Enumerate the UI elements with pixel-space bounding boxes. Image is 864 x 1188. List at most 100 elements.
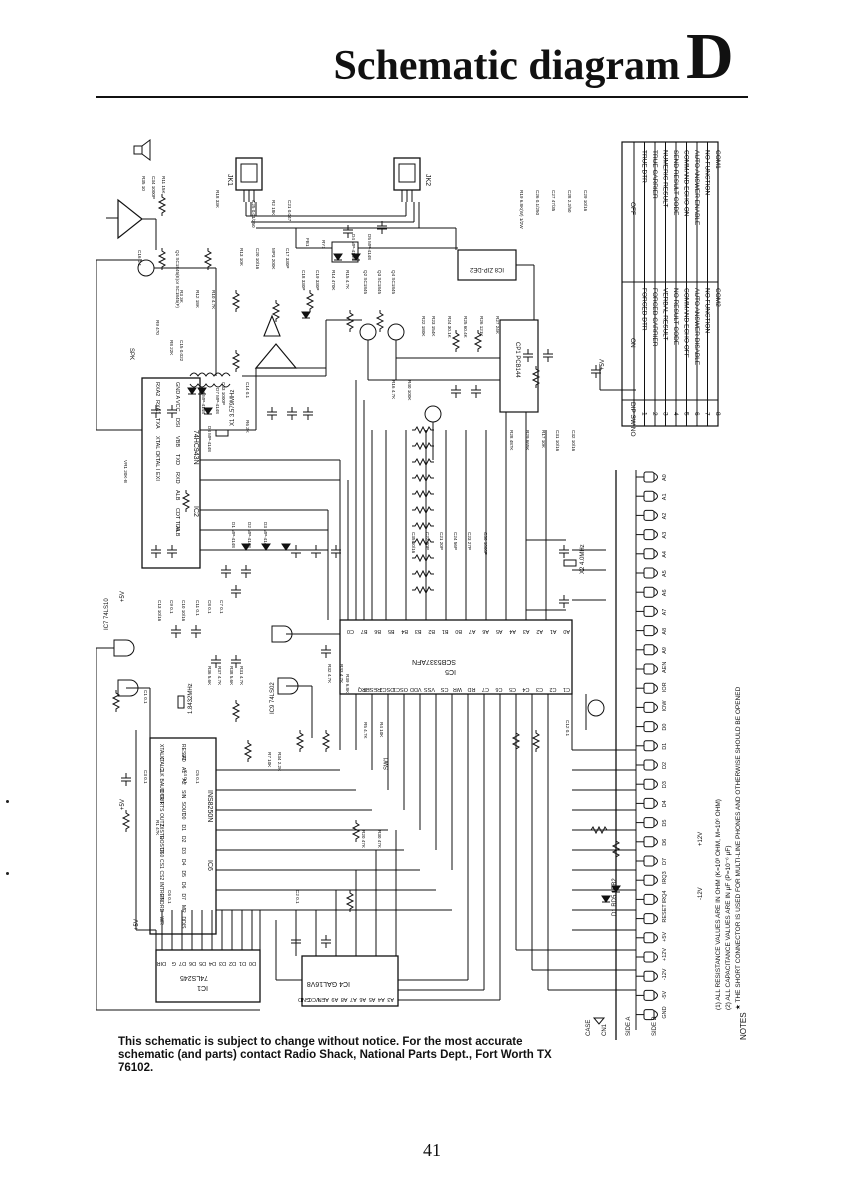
ic-pin-label: WR — [158, 917, 164, 926]
component-label: C8 0.1 — [207, 600, 212, 614]
component-label: R16 4.7K — [391, 380, 396, 400]
note-1: (1) ALL RESISTANCE VALUES ARE IN OHM (K=… — [715, 799, 722, 1010]
crystal-x2 — [563, 559, 577, 567]
dip-row-no: 7 — [703, 412, 710, 416]
ic5-ref: IC5 — [445, 668, 456, 675]
component-label: R6 2K — [245, 420, 250, 434]
component-label: C17 330P — [285, 248, 290, 268]
component-label: C9 0.1 — [169, 600, 174, 614]
page-title: Schematic diagram — [333, 43, 680, 89]
connector-pin-label: A6 — [662, 589, 668, 596]
ic-pin-label: C4 — [522, 686, 529, 692]
ic-pin-label: D7 — [179, 960, 186, 966]
ic-pin-label: D1 — [180, 825, 186, 832]
ic-pin-label: XTAL O — [154, 436, 160, 456]
ic-pin-label: G — [172, 960, 176, 966]
component-label: C30 1000P — [483, 532, 488, 555]
dip-header-on: ON — [629, 338, 636, 348]
dip-row-no: 8 — [714, 412, 721, 416]
component-label: R13 10K — [239, 248, 244, 267]
connector-pin-label: A5 — [662, 570, 668, 577]
ic6-uart-chip — [149, 737, 217, 935]
connector-pin-label: RESET — [662, 904, 668, 923]
component-label: Q1 SC1845(E)or SC1845(F) — [175, 250, 180, 308]
supply-5v-b: +5V — [120, 799, 126, 810]
connector-pin-label: IOW — [662, 700, 668, 712]
dip-header-no: DIP SW NO — [629, 402, 636, 437]
ic-pin-label: D5 — [199, 960, 206, 966]
ic-pin-label: A7 — [350, 996, 357, 1002]
ic-pin-label: A5 — [369, 996, 376, 1002]
connector-pin-label: D6 — [662, 839, 668, 846]
connector-pin-label: A1 — [662, 493, 668, 500]
dip-row-on: VERBAL RESULT — [661, 288, 668, 340]
note-3: ★ THE SHORT CONNECTOR IS USED FOR MULTI-… — [734, 686, 742, 1010]
ic-pin-label: A2 — [536, 628, 543, 634]
dip-row-on: NO FUNCTION — [703, 288, 710, 333]
ic-pin-label: VCC — [308, 996, 320, 1002]
component-label: D5 MP-4148 — [367, 234, 372, 260]
dip-row-off: COMMAND ECHO ON — [682, 150, 689, 217]
component-label: Q4 SC1845 — [391, 270, 396, 294]
component-label: R14 470K — [331, 270, 336, 291]
phone-jack-jk2 — [393, 157, 421, 202]
opamp-1 — [117, 198, 143, 240]
component-label: Q2 SC1845 — [363, 270, 368, 294]
xtal2-label: X2 4.0MHz — [580, 544, 586, 574]
side-b-label: SIDE B — [652, 1016, 658, 1036]
connector-pin-label: +12V — [662, 948, 668, 961]
connector-pin-label: IRQ4 — [662, 891, 668, 904]
component-label: R11 15K — [161, 176, 166, 194]
speaker-symbol — [133, 139, 151, 161]
ic-pin-label: D7 — [180, 894, 186, 901]
component-label: R4 10K — [379, 722, 384, 738]
phone-jack-jk1 — [235, 157, 263, 202]
transistor-q5 — [587, 699, 605, 717]
component-label: R17 10K — [541, 430, 546, 449]
ic-pin-label: C5 — [509, 686, 516, 692]
connector-pin-label: -5V — [662, 991, 668, 1000]
component-label: R2 18K — [271, 200, 276, 216]
component-label: R3 3K — [179, 290, 184, 304]
connector-pin-label: +5V — [662, 932, 668, 942]
component-label: C3 0.1 — [143, 770, 148, 784]
ic-pin-label: BAUD OUT — [158, 779, 164, 805]
component-label: C27 47/35 — [551, 190, 556, 212]
dip-row-off: AUTO ANSWER ENABLE — [693, 150, 700, 226]
ic-pin-label: B1 — [442, 628, 449, 634]
component-label: R9 470 — [155, 320, 160, 335]
case-ground-symbol — [592, 1017, 606, 1025]
component-label: C28 2.2/50 — [567, 190, 572, 213]
ic-pin-label: A7 — [469, 628, 476, 634]
ic4-decoder-chip — [301, 955, 399, 1007]
ic1-buffer-chip — [155, 949, 261, 1003]
transformer — [189, 372, 231, 377]
connector-pin-label: A7 — [662, 609, 668, 616]
connector-pin-label: D7 — [662, 858, 668, 865]
connector-pin-label: A2 — [662, 513, 668, 520]
dip-row-no: 5 — [682, 412, 689, 416]
crystal-x3 — [177, 695, 185, 709]
ic-pin-label: RD — [158, 905, 164, 913]
side-a-label: SIDE A — [626, 1017, 632, 1036]
component-label: D2 MP-4148 — [247, 522, 252, 548]
component-label: R39 6.8K — [345, 674, 350, 694]
ic-pin-label: GND — [158, 894, 164, 906]
component-label: R10 4.7K — [211, 290, 216, 310]
dip-row-on: AUTO ANSWER DISABLE — [693, 288, 700, 366]
xtal3-label: 1.8432MHz — [188, 683, 194, 714]
component-label: C11 0.1 — [195, 600, 200, 616]
component-label: R20 47K — [361, 830, 366, 849]
ic-pin-label: D0 — [249, 960, 256, 966]
ic-pin-label: OUT2 — [158, 813, 164, 827]
ic-pin-label: C6 — [495, 686, 502, 692]
dip-row-on: FORCED CARRIER — [651, 288, 658, 347]
ic7-label: IC7 74LS10 — [104, 598, 110, 630]
ic-pin-label: RXD — [174, 472, 180, 484]
ic-pin-label: A6 — [482, 628, 489, 634]
ic-pin-label: B3 — [415, 628, 422, 634]
wiring — [96, 202, 637, 1030]
gate-ic9 — [277, 677, 299, 695]
crystal-x1 — [215, 429, 229, 437]
ic-pin-label: D0 — [180, 813, 186, 820]
